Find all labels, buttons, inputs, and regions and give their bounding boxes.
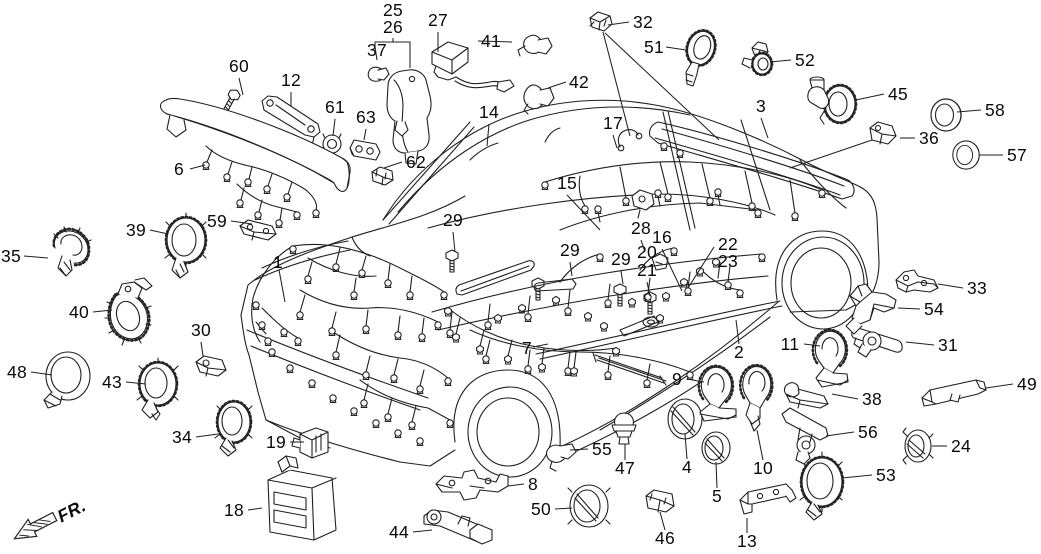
svg-text:5: 5 — [712, 486, 722, 506]
svg-text:40: 40 — [69, 302, 89, 322]
svg-text:20: 20 — [637, 242, 657, 262]
svg-text:58: 58 — [985, 100, 1005, 120]
svg-text:29: 29 — [443, 210, 463, 230]
svg-text:45: 45 — [888, 84, 908, 104]
svg-text:10: 10 — [753, 458, 773, 478]
svg-text:FR.: FR. — [54, 495, 89, 526]
svg-text:22: 22 — [718, 234, 738, 254]
svg-text:62: 62 — [406, 152, 426, 172]
svg-text:4: 4 — [682, 457, 692, 477]
svg-text:24: 24 — [951, 436, 971, 456]
svg-text:60: 60 — [229, 56, 249, 76]
svg-text:36: 36 — [919, 128, 939, 148]
svg-text:57: 57 — [1007, 145, 1027, 165]
svg-text:49: 49 — [1017, 374, 1037, 394]
svg-text:29: 29 — [560, 240, 580, 260]
svg-text:11: 11 — [781, 334, 800, 354]
svg-text:35: 35 — [1, 246, 21, 266]
svg-text:59: 59 — [207, 211, 227, 231]
svg-text:7: 7 — [522, 338, 532, 358]
svg-text:18: 18 — [224, 500, 244, 520]
svg-text:30: 30 — [191, 320, 211, 340]
svg-text:44: 44 — [389, 522, 409, 542]
svg-text:9: 9 — [672, 369, 682, 389]
svg-text:47: 47 — [615, 458, 635, 478]
svg-text:3: 3 — [756, 96, 766, 116]
svg-text:26: 26 — [383, 17, 403, 37]
svg-text:52: 52 — [795, 50, 815, 70]
svg-text:13: 13 — [737, 531, 757, 551]
svg-text:50: 50 — [531, 499, 551, 519]
svg-text:34: 34 — [172, 427, 192, 447]
svg-text:63: 63 — [356, 107, 376, 127]
svg-text:53: 53 — [876, 465, 896, 485]
svg-text:29: 29 — [611, 249, 631, 269]
svg-text:48: 48 — [7, 362, 27, 382]
svg-text:39: 39 — [126, 220, 146, 240]
svg-text:54: 54 — [924, 299, 944, 319]
svg-text:2: 2 — [734, 342, 744, 362]
svg-text:12: 12 — [281, 70, 301, 90]
svg-text:37: 37 — [367, 40, 387, 60]
svg-text:51: 51 — [644, 37, 664, 57]
svg-text:33: 33 — [967, 278, 987, 298]
svg-text:14: 14 — [479, 102, 499, 122]
svg-text:23: 23 — [718, 251, 738, 271]
svg-text:32: 32 — [633, 12, 653, 32]
svg-text:17: 17 — [603, 113, 623, 133]
svg-text:21: 21 — [637, 260, 657, 280]
svg-text:8: 8 — [528, 474, 538, 494]
svg-text:61: 61 — [325, 97, 345, 117]
svg-text:19: 19 — [266, 432, 286, 452]
svg-text:38: 38 — [862, 389, 882, 409]
svg-text:28: 28 — [631, 218, 651, 238]
svg-text:42: 42 — [569, 72, 589, 92]
svg-text:55: 55 — [592, 439, 612, 459]
svg-text:1: 1 — [273, 252, 283, 272]
svg-text:15: 15 — [557, 173, 577, 193]
svg-text:46: 46 — [655, 528, 675, 548]
svg-text:27: 27 — [428, 10, 448, 30]
svg-text:6: 6 — [174, 159, 184, 179]
svg-text:56: 56 — [858, 422, 878, 442]
svg-text:43: 43 — [102, 372, 122, 392]
svg-text:25: 25 — [383, 0, 403, 20]
svg-text:31: 31 — [938, 335, 958, 355]
svg-text:16: 16 — [652, 227, 672, 247]
